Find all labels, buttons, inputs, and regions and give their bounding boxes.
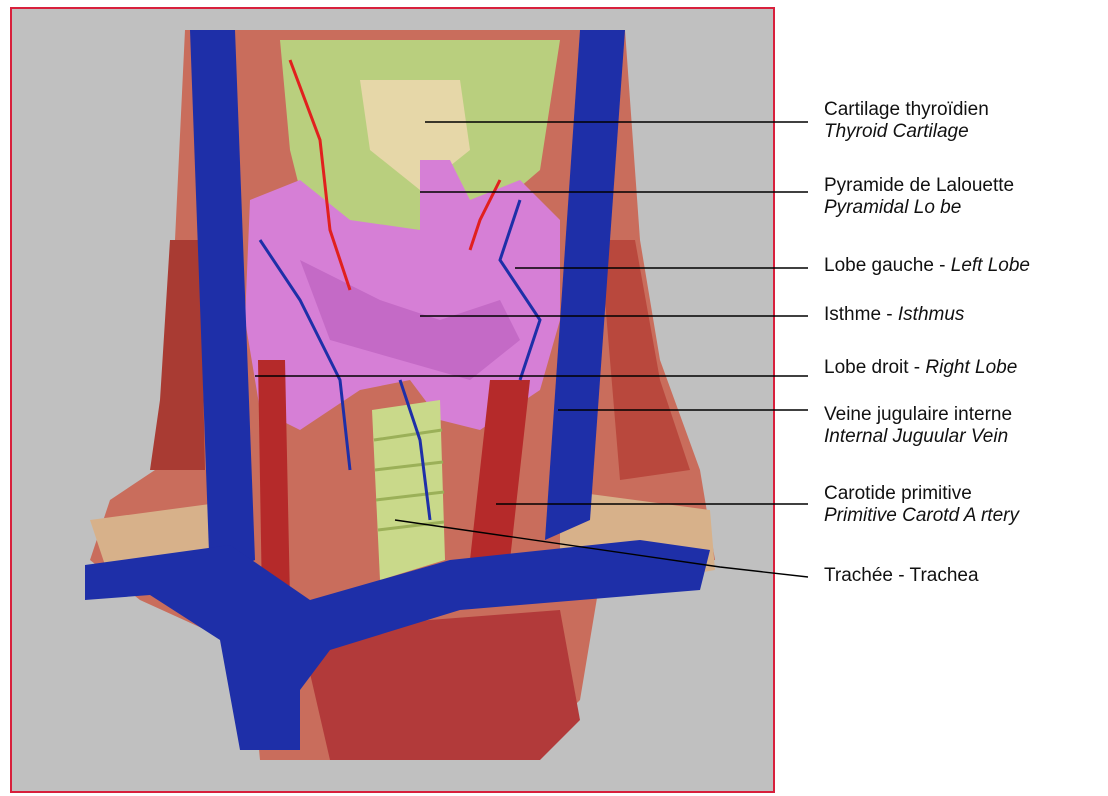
- label-fr: Lobe gauche -: [824, 255, 951, 276]
- label-en: Thyroid Cartilage: [824, 121, 989, 143]
- trachea-shape: [372, 400, 445, 580]
- label-right-lobe: Lobe droit - Right Lobe: [824, 357, 1017, 379]
- label-left-lobe: Lobe gauche - Left Lobe: [824, 255, 1030, 277]
- label-internal-jugular-vein: Veine jugulaire interne Internal Juguula…: [824, 404, 1012, 448]
- label-fr: Pyramide de Lalouette: [824, 175, 1014, 196]
- label-pyramidal-lobe: Pyramide de Lalouette Pyramidal Lo be: [824, 175, 1014, 219]
- label-fr: Carotide primitive: [824, 483, 972, 504]
- label-fr: Cartilage thyroïdien: [824, 99, 989, 120]
- label-carotid-artery: Carotide primitive Primitive Carotd A rt…: [824, 483, 1019, 527]
- label-fr: Isthme -: [824, 304, 898, 325]
- label-fr: Lobe droit -: [824, 357, 925, 378]
- label-en: Right Lobe: [925, 357, 1017, 378]
- label-fr: Veine jugulaire interne: [824, 404, 1012, 425]
- label-en: Internal Juguular Vein: [824, 426, 1012, 448]
- label-thyroid-cartilage: Cartilage thyroïdien Thyroid Cartilage: [824, 99, 989, 143]
- label-trachea: Trachée - Trachea: [824, 565, 979, 587]
- label-fr: Trachée - Trachea: [824, 565, 979, 586]
- label-en: Pyramidal Lo be: [824, 197, 1014, 219]
- carotid-artery-right: [258, 360, 290, 600]
- label-isthmus: Isthme - Isthmus: [824, 304, 964, 326]
- label-en: Primitive Carotd A rtery: [824, 505, 1019, 527]
- label-en: Left Lobe: [951, 255, 1030, 276]
- label-en: Isthmus: [898, 304, 965, 325]
